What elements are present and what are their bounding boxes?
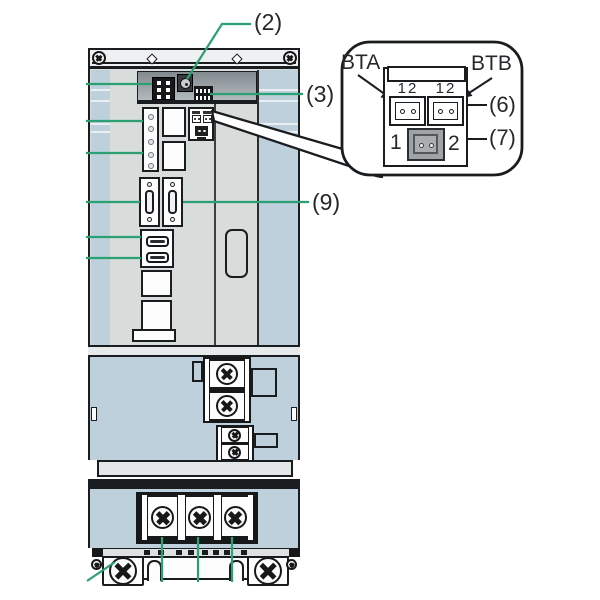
battery-connector-block <box>188 107 214 141</box>
usb-port-bottom <box>146 252 169 263</box>
panel-line <box>91 100 110 102</box>
base-notch-left <box>147 560 162 581</box>
rail-clip <box>176 550 182 555</box>
panel-line <box>91 123 110 125</box>
blank-cover-lower <box>141 300 172 331</box>
dark-band <box>88 479 300 489</box>
rail-clip <box>144 550 150 555</box>
top-cap-inner-line <box>92 62 296 64</box>
dsub-connector-left <box>139 177 160 227</box>
dsub-connector-right <box>162 177 183 227</box>
slot-cover-top <box>162 107 186 137</box>
led-strip <box>142 107 159 172</box>
terminal-screw-small-icon <box>228 428 241 442</box>
terminal-outline-right <box>251 368 277 397</box>
panel-bottom-cutout <box>132 329 176 342</box>
power-terminal-screw-icon <box>223 506 247 529</box>
cap-screw-right-icon <box>283 51 297 65</box>
io-connector-block <box>152 77 175 100</box>
panel-line <box>259 89 298 91</box>
power-terminal-screw-icon <box>188 506 211 529</box>
power-terminal-strip <box>136 492 258 544</box>
mid-divider <box>88 345 300 357</box>
rail-clip <box>202 550 208 555</box>
panel-line <box>259 123 298 125</box>
top-cap <box>88 48 300 68</box>
lower-band <box>97 460 293 477</box>
terminal-tab-lower-right <box>254 433 278 448</box>
terminal-block-upper <box>203 357 251 423</box>
rail-clip <box>241 550 247 555</box>
panel-line <box>91 89 110 91</box>
rail-clip <box>224 550 230 555</box>
blank-cover-upper <box>141 270 172 297</box>
terminal-tab-left <box>192 361 203 382</box>
terminal-screw-small-icon <box>228 445 241 459</box>
usb-port-top <box>146 236 169 247</box>
power-terminal-screw-icon <box>151 506 174 529</box>
pin-header <box>194 86 213 102</box>
panel-line <box>259 100 298 102</box>
terminal-screw-icon <box>216 363 238 385</box>
cover-latch-cutout <box>225 229 248 278</box>
mid-body <box>88 357 300 460</box>
right-wall <box>257 70 298 345</box>
left-wall <box>91 70 110 345</box>
corner-screw-left-icon <box>91 559 102 570</box>
corner-screw-right-icon <box>286 559 297 570</box>
cover-seam <box>214 104 216 345</box>
slot-cover-mid <box>162 141 186 171</box>
rail-clip <box>158 550 164 555</box>
base-notch-right <box>229 560 244 581</box>
rail-clip <box>188 550 194 555</box>
cap-screw-left-icon <box>92 51 106 65</box>
mount-screw-left-icon <box>109 557 137 585</box>
mount-screw-right-icon <box>254 557 282 585</box>
wall-notch-right <box>291 407 297 421</box>
setting-button <box>177 74 193 92</box>
rail-endcap-left <box>92 548 103 557</box>
terminal-block-lower <box>216 425 254 462</box>
usb-connector-block <box>140 229 174 268</box>
panel-line <box>259 131 298 133</box>
panel-line <box>91 131 110 133</box>
terminal-screw-icon <box>216 395 238 417</box>
rail-endcap-right <box>289 548 300 557</box>
wall-notch-left <box>90 407 97 421</box>
rail-clip <box>213 550 219 555</box>
